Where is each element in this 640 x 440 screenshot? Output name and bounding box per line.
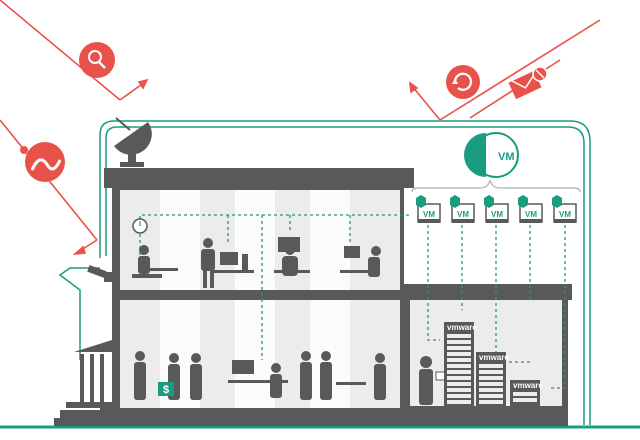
refresh-icon [446, 65, 480, 99]
satellite-dish-icon [114, 117, 152, 167]
security-perimeter [58, 120, 591, 425]
shield-icon [450, 195, 460, 208]
server-brand: vmware [513, 381, 543, 390]
security-camera-icon [87, 265, 112, 282]
shield-icon [552, 195, 562, 208]
clock-icon [132, 218, 148, 234]
vm-node: VM [518, 195, 543, 223]
vm-node: VM [416, 195, 441, 223]
porch [54, 340, 112, 426]
vm-node-label: VM [423, 210, 435, 219]
vm-node-label: VM [525, 210, 537, 219]
data-links [139, 214, 566, 389]
server-racks: vmware vmware vmware [444, 322, 543, 406]
shield-icon [484, 195, 494, 208]
server-brand: vmware [479, 353, 509, 362]
vm-hub: VM [464, 132, 519, 178]
vm-node-label: VM [457, 210, 469, 219]
vm-node: VM [450, 195, 475, 223]
vm-node-label: VM [491, 210, 503, 219]
envelope-icon [508, 66, 548, 100]
vm-node: VM [552, 195, 577, 223]
office-people: $ [132, 218, 451, 405]
vm-hub-label: VM [498, 151, 515, 163]
server-rack: vmware [510, 380, 543, 406]
server-brand: vmware [447, 323, 477, 332]
main-building [54, 168, 414, 426]
bug-icon [20, 142, 65, 182]
magnifier-icon [79, 42, 115, 78]
shield-icon [518, 195, 528, 208]
server-rack: vmware [444, 322, 477, 406]
server-rack: vmware [476, 352, 509, 406]
vm-node-label: VM [559, 210, 571, 219]
vm-network: VM VM VM VM VM VM [411, 132, 581, 223]
money-sign: $ [163, 384, 169, 396]
vm-node: VM [484, 195, 509, 223]
shield-icon [416, 195, 426, 208]
